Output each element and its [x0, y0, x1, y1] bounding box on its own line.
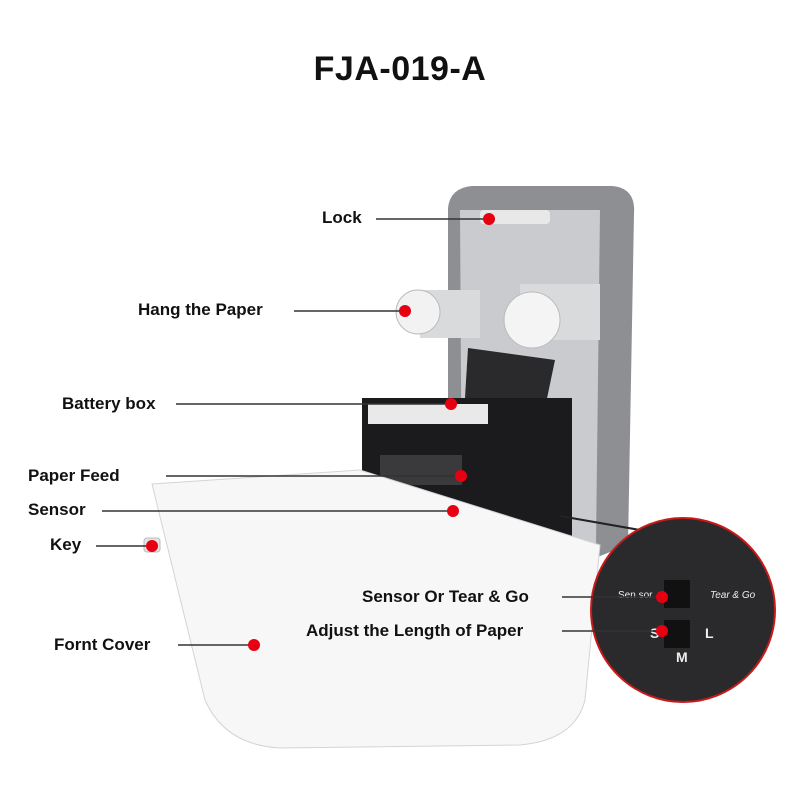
label-battery-box: Battery box	[62, 394, 156, 413]
callout-line	[559, 515, 641, 531]
marker-feed	[455, 470, 467, 482]
marker-adjust	[656, 625, 668, 637]
mechanism-top	[368, 404, 488, 424]
leader-lines	[96, 218, 662, 646]
switch-label-m: M	[676, 649, 688, 665]
switch-label-tear-go: Tear & Go	[710, 590, 756, 601]
switch-label-s: S	[650, 625, 659, 641]
marker-cover	[248, 639, 260, 651]
label-lock: Lock	[322, 208, 362, 227]
zoom-slot-top	[664, 580, 690, 608]
marker-hang	[399, 305, 411, 317]
marker-battery	[445, 398, 457, 410]
marker-key	[146, 540, 158, 552]
product-title: FJA-019-A	[313, 50, 487, 88]
label-front-cover: Fornt Cover	[54, 635, 151, 654]
marker-lock	[483, 213, 495, 225]
label-paper-feed: Paper Feed	[28, 466, 120, 485]
zoom-slot-bottom	[664, 620, 690, 648]
battery-cover	[465, 348, 555, 408]
marker-sensor-tear	[656, 591, 668, 603]
switch-label-l: L	[705, 625, 714, 641]
markers	[146, 213, 668, 651]
roll-hub-left	[395, 289, 441, 335]
label-sensor: Sensor	[28, 500, 86, 519]
lock-part	[480, 210, 550, 224]
label-key: Key	[50, 535, 82, 554]
front-cover-shape	[151, 469, 601, 749]
marker-sensor	[447, 505, 459, 517]
roll-hub-right	[503, 291, 561, 349]
label-hang-paper: Hang the Paper	[138, 300, 263, 319]
label-adjust-length: Adjust the Length of Paper	[306, 621, 524, 640]
label-sensor-tear-go: Sensor Or Tear & Go	[362, 587, 529, 606]
zoom-callout	[590, 517, 776, 703]
switch-label-sensor: Sen sor	[618, 590, 653, 601]
